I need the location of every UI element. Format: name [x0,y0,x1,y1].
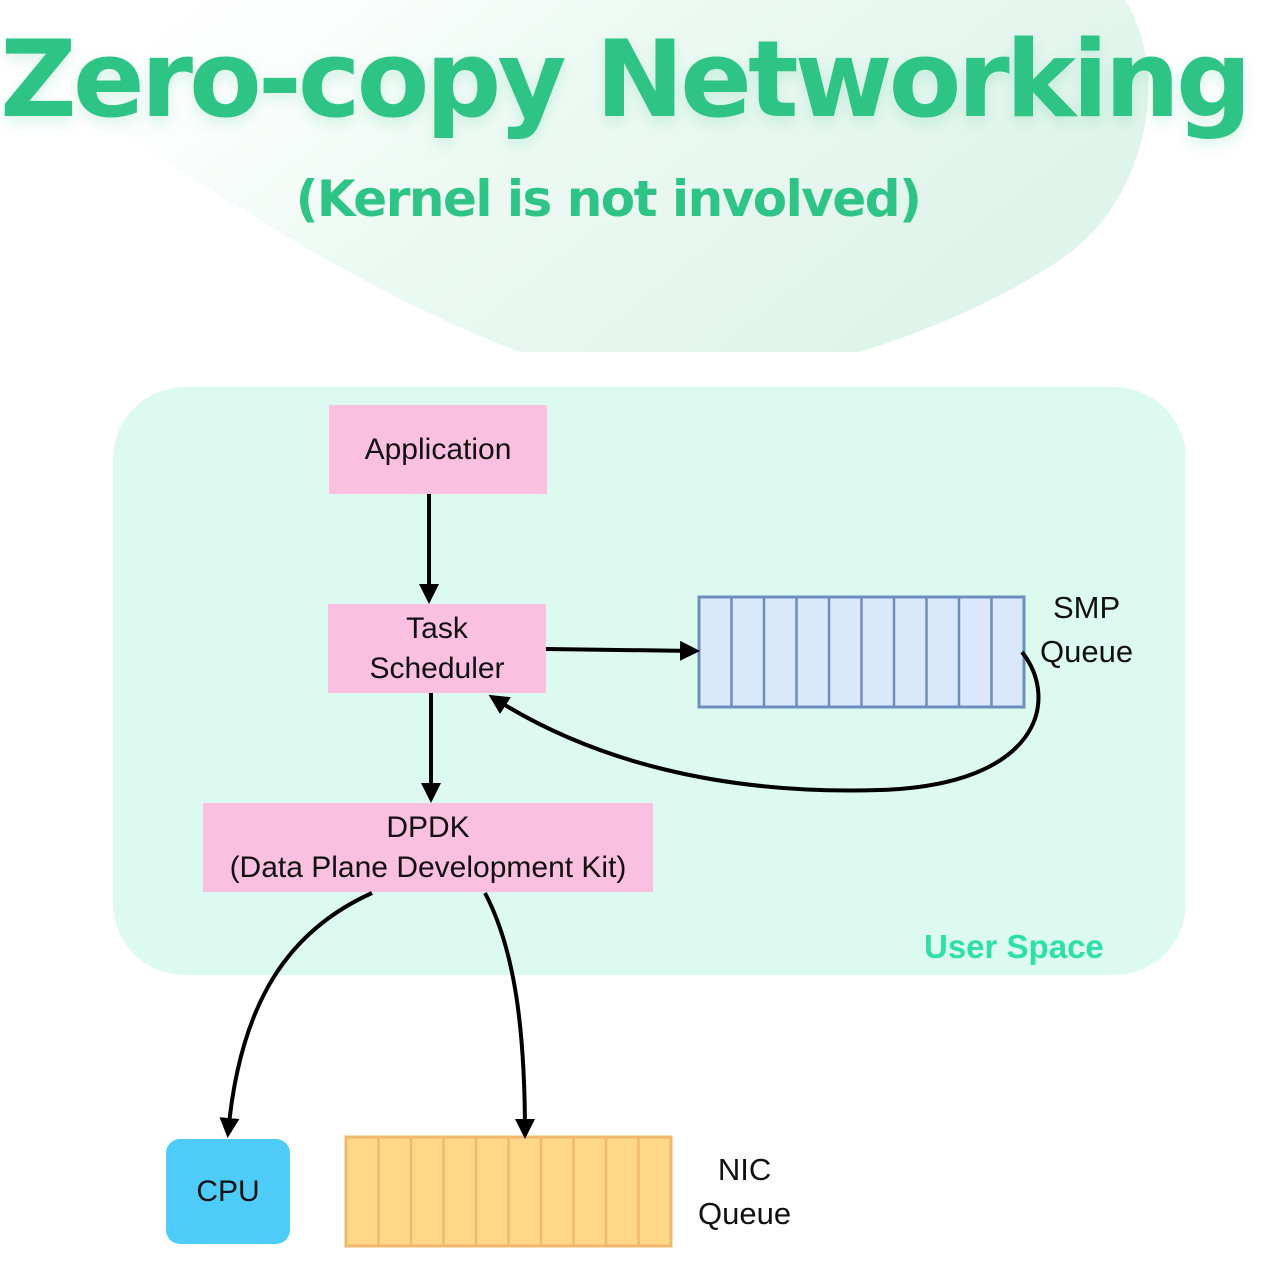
task-scheduler-label-line1: Task [406,611,468,645]
user-space-label: User Space [924,928,1104,965]
page-title: Zero-copy Networking [0,18,1252,141]
cpu-box: CPU [166,1139,290,1244]
application-box: Application [329,405,547,494]
nic-queue [344,1135,673,1248]
smp-queue-label: SMP Queue [1040,586,1133,674]
dpdk-box: DPDK (Data Plane Development Kit) [203,803,653,892]
nic-queue-outline [344,1135,673,1248]
nic-queue-label-line1: NIC [717,1152,772,1187]
cpu-label: CPU [196,1174,260,1208]
nic-queue-label-line2: Queue [698,1196,792,1231]
dpdk-label-line1: DPDK [386,810,470,844]
task-scheduler-box: Task Scheduler [328,604,546,693]
smp-queue-label-line2: Queue [1040,634,1134,669]
smp-queue-label-line1: SMP [1052,590,1121,625]
task-scheduler-label-line2: Scheduler [369,651,505,685]
dpdk-label-line2: (Data Plane Development Kit) [229,850,627,884]
page-subtitle: (Kernel is not involved) [295,170,922,228]
application-label: Application [364,432,512,466]
nic-queue-label: NIC Queue [698,1148,791,1236]
background-blob [60,0,1149,352]
